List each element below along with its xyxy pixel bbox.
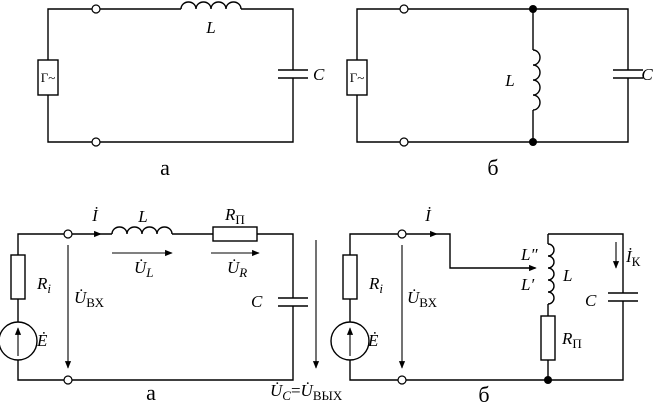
voltage-source xyxy=(0,321,38,361)
capacitor-label: C xyxy=(251,292,263,311)
wire xyxy=(257,233,294,298)
voltage-source xyxy=(330,321,370,361)
terminal xyxy=(397,229,407,239)
terminal xyxy=(91,4,101,14)
junction-node xyxy=(529,138,537,146)
inductor-label: L xyxy=(504,71,514,90)
circuit-top-left: Г~ L C а xyxy=(37,1,325,180)
wire xyxy=(356,78,629,143)
capacitor-label: C xyxy=(313,65,325,84)
wire xyxy=(349,301,624,381)
internal-resistor xyxy=(342,254,358,300)
capacitor-plates xyxy=(613,69,643,79)
caption: а xyxy=(160,155,170,180)
terminal xyxy=(397,375,407,385)
current-label: İ xyxy=(424,206,432,225)
internal-resistor xyxy=(10,254,26,300)
inductor-label: L xyxy=(137,207,147,226)
generator-box xyxy=(346,59,368,96)
internal-resistor-label: Ri xyxy=(368,274,383,296)
wire xyxy=(349,233,535,269)
generator-box xyxy=(37,59,59,96)
terminal xyxy=(63,229,73,239)
resistor-voltage-label: U̇R xyxy=(227,258,247,280)
internal-resistor-label: Ri xyxy=(36,274,51,296)
terminal xyxy=(63,375,73,385)
input-voltage-label: U̇ВХ xyxy=(74,288,105,310)
junction-node xyxy=(529,5,537,13)
caption: б xyxy=(487,155,498,180)
capacitor-label: C xyxy=(585,291,597,310)
terminal xyxy=(399,137,409,147)
generator-label: Г~ xyxy=(41,70,56,85)
junction-node xyxy=(544,376,552,384)
capacitor-plates xyxy=(608,292,638,302)
wire xyxy=(17,306,294,381)
terminal xyxy=(399,4,409,14)
caption: а xyxy=(146,380,156,405)
resistor-label: RП xyxy=(561,329,582,351)
tap-lower-label: L′ xyxy=(520,275,534,294)
circuit-top-right: Г~ L C б xyxy=(346,4,653,180)
capacitor-plates xyxy=(278,69,308,79)
inductor-voltage-label: U̇L xyxy=(134,258,154,280)
branch-current-label: İК xyxy=(625,247,641,269)
capacitor-plates xyxy=(278,297,308,307)
caption: б xyxy=(478,382,489,407)
wire xyxy=(548,233,624,293)
loss-resistor xyxy=(212,226,258,242)
inductor-label: L xyxy=(562,266,572,285)
source-label: Ė xyxy=(36,331,48,350)
wire xyxy=(47,78,294,143)
inductor-coil xyxy=(547,243,555,305)
current-label: İ xyxy=(91,206,99,225)
terminal xyxy=(91,137,101,147)
wire xyxy=(47,8,96,60)
circuit-bottom-right: İ Ri Ė U̇ВХ L″ L′ L İК C RП б xyxy=(330,206,641,407)
wire xyxy=(17,233,112,255)
source-label: Ė xyxy=(367,331,379,350)
generator-label: Г~ xyxy=(350,70,365,85)
inductor-coil xyxy=(111,226,173,235)
inductor-coil xyxy=(180,1,242,10)
inductor-label: L xyxy=(205,18,215,37)
capacitor-label: C xyxy=(641,65,653,84)
tap-upper-label: L″ xyxy=(520,245,538,264)
wire xyxy=(241,8,294,70)
resistor-label: RП xyxy=(224,205,245,227)
inductor-coil xyxy=(532,49,541,111)
input-voltage-label: U̇ВХ xyxy=(407,288,438,310)
output-voltage-label: U̇C=U̇ВЫХ xyxy=(270,381,343,403)
loss-resistor xyxy=(540,315,556,361)
circuit-bottom-left: İ L RП Ri Ė U̇ВХ U̇L U̇R C U̇C=U̇ВЫХ а xyxy=(0,205,343,405)
wire xyxy=(356,8,629,70)
